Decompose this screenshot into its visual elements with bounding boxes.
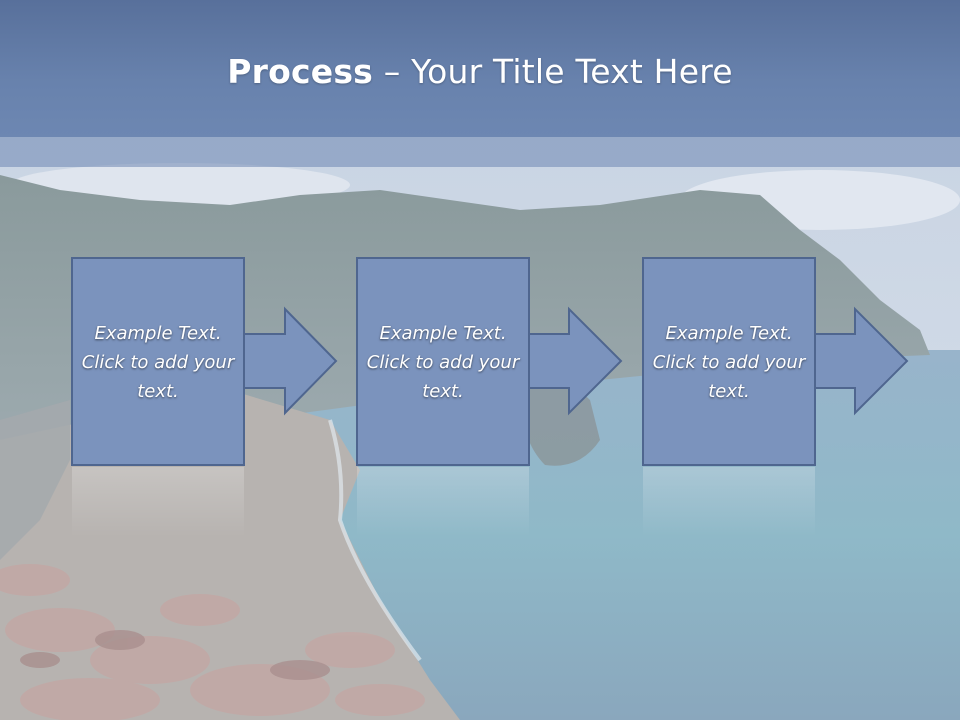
title-rest: – Your Title Text Here bbox=[373, 52, 733, 91]
step-2-text[interactable]: Example Text. Click to add your text. bbox=[366, 322, 520, 402]
step-3-shape[interactable] bbox=[642, 257, 909, 537]
arrow-1 bbox=[243, 306, 338, 416]
step-1-reflection bbox=[72, 467, 244, 537]
step-3-reflection bbox=[643, 467, 815, 537]
step-2-shape[interactable] bbox=[356, 257, 623, 537]
step-1-shape[interactable] bbox=[71, 257, 338, 537]
step-2-reflection bbox=[357, 467, 529, 537]
arrow-3 bbox=[813, 306, 909, 416]
step-3-text[interactable]: Example Text. Click to add your text. bbox=[652, 322, 806, 402]
step-2-box bbox=[356, 257, 530, 466]
step-1-box bbox=[71, 257, 245, 466]
step-1-text[interactable]: Example Text. Click to add your text. bbox=[81, 322, 235, 402]
title-band bbox=[0, 0, 960, 137]
arrow-2 bbox=[527, 306, 623, 416]
title-band-fade bbox=[0, 137, 960, 167]
slide-title[interactable]: Process – Your Title Text Here bbox=[0, 52, 960, 91]
title-bold: Process bbox=[227, 52, 374, 91]
step-3-box bbox=[642, 257, 816, 466]
